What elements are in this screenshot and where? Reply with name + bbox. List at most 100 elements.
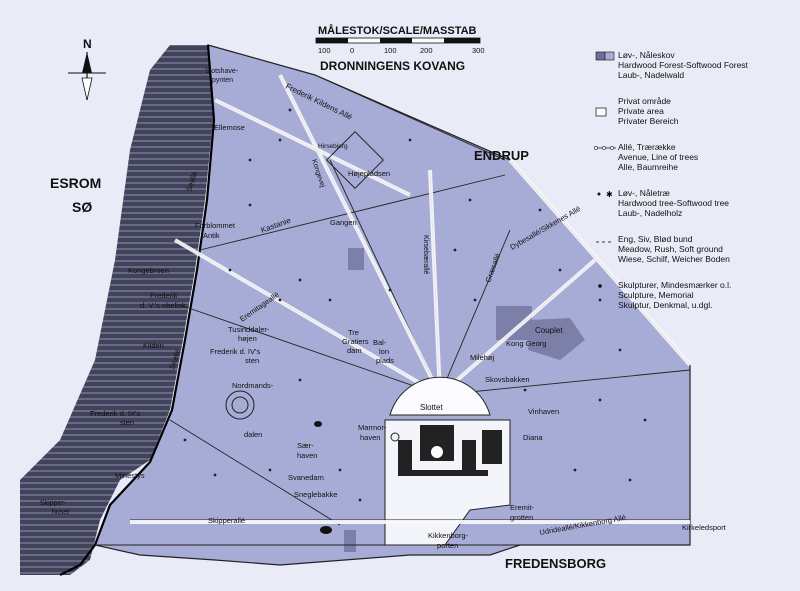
legend-text: Eng, Siv, Blød bund xyxy=(618,234,693,244)
ponds xyxy=(314,421,332,534)
tree-symbol-icon xyxy=(278,298,282,302)
place-label-kikken-2: porten xyxy=(437,541,458,550)
scale-tick-label: 100 xyxy=(384,46,397,55)
place-label-slotshave-1: Slotshave- xyxy=(205,68,239,75)
place-label-skipperalle: Skipperallé xyxy=(208,516,245,525)
legend-text: Alle, Baumreihe xyxy=(618,162,678,172)
palace-dome xyxy=(431,446,443,458)
place-label-ballon-2: lon xyxy=(379,347,389,356)
scale-tick-label: 100 xyxy=(318,46,331,55)
tree-symbol-icon xyxy=(473,298,477,302)
place-label-gangen: Gangen xyxy=(330,218,357,227)
legend-text: Wiese, Schilf, Weicher Boden xyxy=(618,254,730,264)
place-label-vinhaven: Vinhaven xyxy=(528,407,559,416)
place-label-nordmands-2: dalen xyxy=(244,430,262,439)
tree-symbol-icon xyxy=(268,468,272,472)
hoejepladsen-square xyxy=(326,131,384,189)
legend-text: Avenue, Line of trees xyxy=(618,152,698,162)
place-label-forblommet-1: Forblommet xyxy=(195,221,236,230)
place-label-sneglebakke: Sneglebakke xyxy=(294,490,337,499)
scale-tick-label: 300 xyxy=(472,46,485,55)
legend-text: Skulptur, Denkmal, u.dgl. xyxy=(618,300,713,310)
place-label-eremit-2: grotten xyxy=(510,513,533,522)
tree-symbol-icon: ✱ xyxy=(597,190,613,199)
place-label-skippers-2: huset xyxy=(52,509,69,516)
shoreline xyxy=(59,44,216,576)
tree-symbol-icon xyxy=(328,298,332,302)
place-label-saer-2: haven xyxy=(297,451,317,460)
region-esrom: ESROM xyxy=(50,175,101,191)
tree-symbol-icon xyxy=(598,298,602,302)
tree-symbol-icon xyxy=(248,158,252,162)
legend-text: Laub-, Nadelwald xyxy=(618,70,684,80)
place-label-tre-3: dam xyxy=(347,346,362,355)
private-swatch-icon xyxy=(595,107,607,117)
place-label-marmor-2: haven xyxy=(360,433,380,442)
tree-symbol-icon xyxy=(558,268,562,272)
legend-text: Sculpture, Memorial xyxy=(618,290,694,300)
tree-symbol-icon xyxy=(298,378,302,382)
legend-text: Hardwood tree-Softwood tree xyxy=(618,198,729,208)
avenue-symbol-icon xyxy=(594,146,616,150)
tree-symbol-icon xyxy=(628,478,632,482)
place-label-kikken-1: Kikkenborg- xyxy=(428,531,469,540)
tree-symbol-icon xyxy=(288,108,292,112)
tree-symbol-icon xyxy=(538,208,542,212)
tree-symbol-icon xyxy=(453,248,457,252)
place-label-hoejepladsen: Højepladsen xyxy=(348,169,390,178)
sculpture-symbol-icon xyxy=(598,284,602,288)
scale-tick-label: 0 xyxy=(350,46,354,55)
place-label-ellemose: Ellemose xyxy=(214,123,245,132)
forest-dark-patches xyxy=(344,248,585,552)
region-endrup: ENDRUP xyxy=(474,148,529,163)
region-fredensborg: FREDENSBORG xyxy=(505,556,606,571)
place-label-fredv-2: d. V.'s obelisk xyxy=(140,301,186,310)
palace-buildings xyxy=(398,425,502,476)
legend-text: Hardwood Forest-Softwood Forest xyxy=(618,60,749,70)
tree-symbol-icon xyxy=(468,198,472,202)
north-label: N xyxy=(83,37,92,51)
svg-text:✱: ✱ xyxy=(606,190,613,199)
place-label-saer-1: Sær- xyxy=(297,441,314,450)
legend-text: Privater Bereich xyxy=(618,116,679,126)
tree-symbol-icon xyxy=(248,203,252,207)
tree-symbol-icon xyxy=(358,498,362,502)
tree-symbol-icon xyxy=(643,418,647,422)
place-label-slotshave-2: pynten xyxy=(212,77,233,84)
place-label-tusind-1: Tusinddaler- xyxy=(228,325,270,334)
place-label-slottet: Slottet xyxy=(420,403,443,412)
place-label-svanedam: Svanedam xyxy=(288,473,324,482)
place-label-fredix-1: Frederik d. IX's xyxy=(90,409,140,418)
legend-text: Laub-, Nadelholz xyxy=(618,208,682,218)
legend-text: Privat område xyxy=(618,96,671,106)
place-label-nordmands-1: Nordmands- xyxy=(232,381,274,390)
tree-symbol-icon xyxy=(298,278,302,282)
nordmandsdalen-ring xyxy=(225,390,255,420)
place-label-kong-georg: Kong Georg xyxy=(506,339,546,348)
place-label-skippers-1: Skipper- xyxy=(40,500,67,507)
tree-symbol-icon xyxy=(523,388,527,392)
tree-symbol-icon xyxy=(278,138,282,142)
place-label-milehoej: Milehøj xyxy=(470,353,495,362)
map-title: DRONNINGENS KOVANG xyxy=(320,59,465,73)
nordmandsdalen-ring-inner xyxy=(231,396,249,414)
region-soe: SØ xyxy=(72,199,92,215)
place-label-kirsebaer: Kirsebærallé xyxy=(422,235,429,274)
scale-bar xyxy=(315,37,481,44)
palace-plaza xyxy=(389,376,491,416)
place-label-kilden: Kilden xyxy=(143,341,164,350)
place-label-couplet: Couplet xyxy=(535,326,563,335)
tree-symbol-icon xyxy=(388,288,392,292)
place-label-frediv-2: sten xyxy=(245,356,259,365)
place-label-kirkeled: Kirkeledsport xyxy=(682,523,727,532)
scale-tick-label: 200 xyxy=(420,46,433,55)
place-label-eremit-1: Eremit- xyxy=(510,503,535,512)
tree-symbols xyxy=(183,108,647,502)
place-label-skovsbakken: Skovsbakken xyxy=(485,375,530,384)
tree-symbol-icon xyxy=(618,348,622,352)
legend-text: Private area xyxy=(618,106,664,116)
legend-text: Meadow, Rush, Soft ground xyxy=(618,244,723,254)
north-arrow-icon: N xyxy=(68,37,106,101)
